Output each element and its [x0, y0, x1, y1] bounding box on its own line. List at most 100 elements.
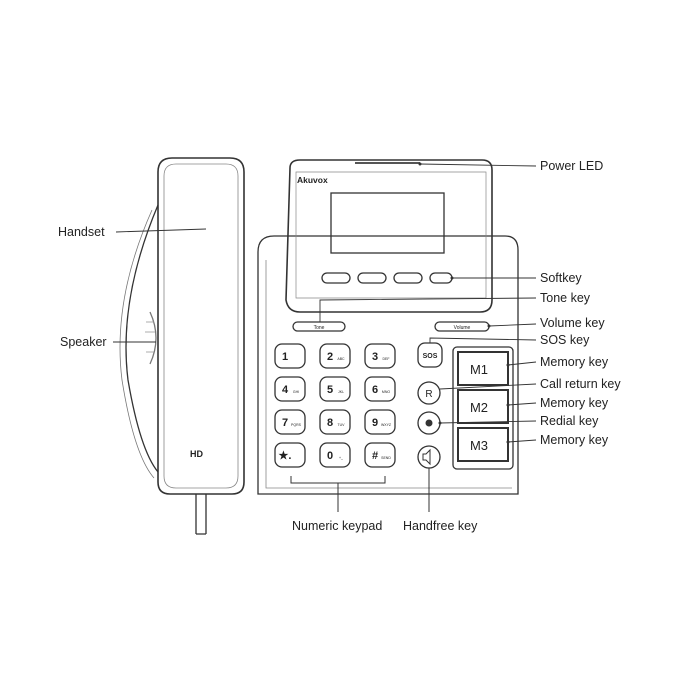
dialpad-key-digit: #	[372, 450, 378, 462]
phone-base	[257, 235, 519, 495]
cradle-curve	[125, 204, 159, 473]
dialpad-key-digit: 1	[282, 351, 288, 363]
dialpad-key-outline[interactable]	[364, 376, 396, 402]
dialpad-key-letters: GHI	[293, 390, 299, 394]
label-sos-key: SOS key	[540, 333, 590, 347]
dialpad-key-digit: ★.	[279, 450, 292, 462]
leader-sos	[429, 337, 537, 343]
memory-panel	[452, 346, 514, 470]
softkey-2[interactable]	[357, 272, 387, 284]
display-housing	[285, 159, 493, 313]
call-return-button[interactable]	[417, 381, 441, 405]
sos-text: SOS	[423, 353, 438, 360]
softkey-1[interactable]	[321, 272, 351, 284]
leader-memory-2	[507, 402, 537, 406]
dialpad-key-outline[interactable]	[364, 442, 396, 468]
label-memory-key-2: Memory key	[540, 396, 609, 410]
label-memory-key-1: Memory key	[540, 355, 609, 369]
speaker-grille	[149, 311, 157, 365]
redial-icon	[425, 419, 433, 427]
dialpad-key[interactable]: 1	[274, 343, 306, 369]
label-handset: Handset	[58, 225, 105, 239]
dialpad-key-digit: 8	[327, 417, 333, 429]
dialpad-key-digit: 6	[372, 384, 378, 396]
base-inner-edge	[265, 260, 512, 489]
speaker-icon	[422, 448, 431, 466]
lcd-screen	[330, 192, 445, 254]
dialpad-key-outline[interactable]	[319, 376, 351, 402]
leader-call-return	[439, 383, 537, 390]
memory-key-3-frame[interactable]	[457, 427, 509, 462]
dialpad-key-digit: 3	[372, 351, 378, 363]
volume-bar-text: Volume	[454, 325, 471, 331]
dialpad-key-outline[interactable]	[274, 343, 306, 369]
leader-handset	[115, 228, 207, 233]
hd-badge: HD	[190, 449, 203, 459]
dialpad-key[interactable]: ★.	[274, 442, 306, 468]
keypad-bracket	[290, 476, 386, 512]
label-redial-key: Redial key	[540, 414, 599, 428]
dialpad-key-digit: 7	[282, 417, 288, 429]
handset-body	[157, 157, 245, 495]
tone-bar[interactable]	[292, 321, 346, 332]
label-call-return-key: Call return key	[540, 377, 621, 391]
memory-key-1[interactable]: M1	[470, 362, 488, 377]
handset-cord	[195, 494, 207, 535]
dialpad-key-letters: JKL	[338, 390, 344, 394]
dialpad-key-outline[interactable]	[274, 442, 306, 468]
label-speaker: Speaker	[60, 335, 107, 349]
dialpad-key-digit: 2	[327, 351, 333, 363]
dialpad-key-letters: MNO	[382, 390, 390, 394]
dialpad-key-letters: ABC	[337, 357, 345, 361]
label-memory-key-3: Memory key	[540, 433, 609, 447]
leader-tone	[319, 297, 537, 322]
memory-key-1-frame[interactable]	[457, 351, 509, 386]
label-handfree-key: Handfree key	[403, 519, 478, 533]
dialpad-key-outline[interactable]	[364, 343, 396, 369]
label-tone-key: Tone key	[540, 291, 591, 305]
call-return-text: R	[425, 389, 432, 400]
dialpad-key-outline[interactable]	[274, 376, 306, 402]
dialpad-key-outline[interactable]	[319, 409, 351, 435]
memory-key-2[interactable]: M2	[470, 400, 488, 415]
softkey-4[interactable]	[429, 272, 453, 284]
dialpad-key-digit: 4	[282, 384, 289, 396]
dialpad-key-letters: SEND	[381, 456, 391, 460]
label-power-led: Power LED	[540, 159, 604, 173]
dialpad-key-outline[interactable]	[364, 409, 396, 435]
handfree-button[interactable]	[417, 445, 441, 469]
dialpad-key-letters: TUV	[338, 423, 346, 427]
leader-volume	[488, 323, 537, 327]
leader-power-led	[419, 163, 537, 167]
dialpad-key[interactable]: 0+_	[319, 442, 351, 468]
dialpad-key-digit: 0	[327, 450, 333, 462]
dialpad-key-digit: 5	[327, 384, 333, 396]
label-softkey: Softkey	[540, 271, 582, 285]
dialpad-key-outline[interactable]	[319, 343, 351, 369]
memory-key-3[interactable]: M3	[470, 438, 488, 453]
leader-memory-1	[507, 361, 537, 366]
softkey-3[interactable]	[393, 272, 423, 284]
label-volume-key: Volume key	[540, 316, 605, 330]
dialpad-key-letters: WXYZ	[381, 423, 392, 427]
leader-redial	[439, 420, 537, 424]
dialpad-key-outline[interactable]	[319, 442, 351, 468]
dialpad-key-letters: PQRS	[291, 423, 302, 427]
dialpad-key-outline[interactable]	[274, 409, 306, 435]
label-numeric-keypad: Numeric keypad	[292, 519, 383, 533]
dialpad-key[interactable]: #SEND	[364, 442, 396, 468]
dialpad-key-letters: DEF	[383, 357, 390, 361]
tone-bar-text: Tone	[314, 325, 325, 331]
brand-logo: Akuvox	[297, 175, 328, 185]
